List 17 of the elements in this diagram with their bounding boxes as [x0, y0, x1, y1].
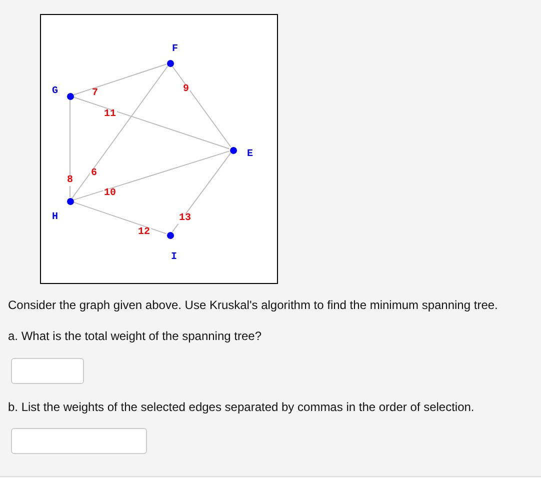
graph-edge	[172, 152, 232, 232]
vertex-label: I	[171, 253, 177, 263]
vertex-label: G	[52, 87, 58, 97]
graph-edge	[73, 96, 230, 150]
question-text: b. List the weights of the selected edges separated by commas in the order of selection.	[8, 400, 474, 414]
graph-edge	[172, 66, 232, 148]
edge-weight: 13	[178, 214, 192, 224]
graph-edge	[73, 150, 230, 200]
edge-weight: 8	[66, 176, 74, 186]
graph-edge	[73, 202, 167, 234]
question-text: a. What is the total weight of the spanning tree?	[8, 329, 262, 343]
graph-edge	[72, 66, 168, 198]
vertex-label: H	[52, 213, 58, 223]
question-text: Consider the graph given above. Use Kruskal's algorithm to find the minimum spanning tree.	[8, 298, 498, 312]
vertex-label: E	[247, 150, 253, 160]
vertex-label: F	[172, 45, 178, 55]
graph-edge	[73, 64, 167, 96]
